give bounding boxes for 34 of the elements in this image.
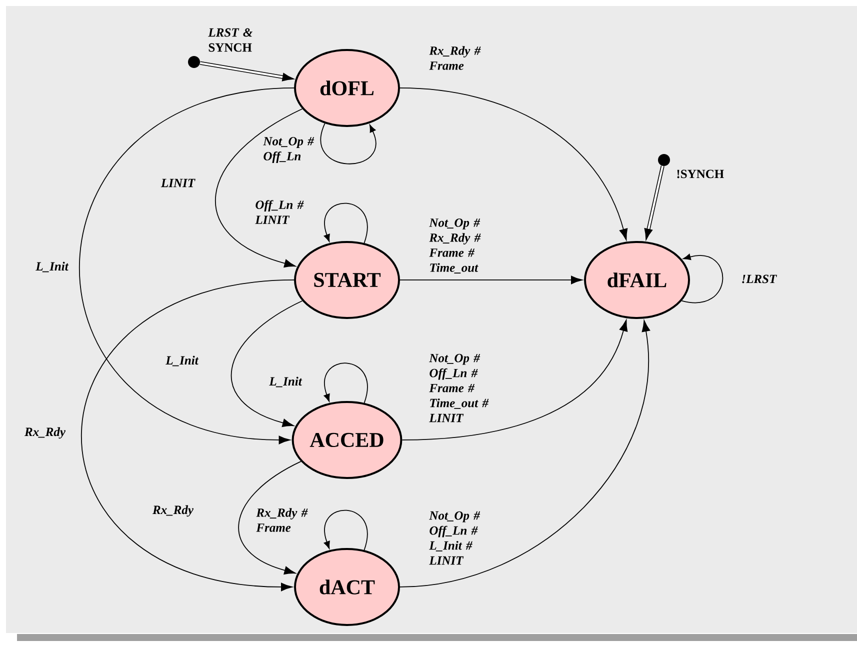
edge-label: LRST & SYNCH bbox=[208, 28, 252, 52]
arrow bbox=[238, 461, 302, 574]
edge-label: L_Init bbox=[166, 356, 199, 366]
edge-label: Rx_Rdy # Frame bbox=[256, 508, 308, 532]
arrow bbox=[324, 362, 368, 404]
arrow bbox=[79, 88, 294, 444]
arrow bbox=[324, 202, 368, 244]
edge-label: L_Init bbox=[269, 376, 302, 388]
edge-label: Off_Ln # LINIT bbox=[255, 200, 304, 224]
edge-label: !LRST bbox=[742, 274, 778, 284]
edge-label: LINIT bbox=[160, 178, 196, 188]
arrow bbox=[80, 280, 294, 592]
arrow bbox=[324, 510, 368, 551]
arrow bbox=[402, 320, 628, 440]
edge-label: Rx_Rdy bbox=[24, 427, 66, 439]
edge-label: Rx_Rdy # Frame bbox=[429, 46, 481, 70]
edge-label: Not_Op # Off_Ln # L_Init # LINIT bbox=[429, 511, 480, 565]
arrow bbox=[400, 276, 582, 284]
start-dot bbox=[658, 154, 670, 166]
edge-label: L_Init bbox=[36, 262, 69, 272]
start-dot bbox=[188, 56, 200, 68]
edge-label: Not_Op # Off_Ln # Frame # Time_out # LINIT bbox=[429, 354, 489, 422]
edge-label: Not_Op # Rx_Rdy # Frame # Time_out bbox=[429, 218, 481, 274]
arrow bbox=[231, 300, 303, 427]
arrow bbox=[200, 61, 294, 82]
arrow bbox=[400, 88, 628, 240]
edge-label: !SYNCH bbox=[677, 170, 724, 178]
arrow bbox=[215, 108, 303, 268]
edge-label: Rx_Rdy bbox=[152, 505, 194, 517]
arrow bbox=[681, 254, 724, 304]
arrow bbox=[400, 320, 650, 588]
arrow bbox=[320, 122, 376, 164]
edge-label: Not_Op # Off_Ln bbox=[263, 137, 314, 163]
arrow bbox=[644, 166, 664, 240]
